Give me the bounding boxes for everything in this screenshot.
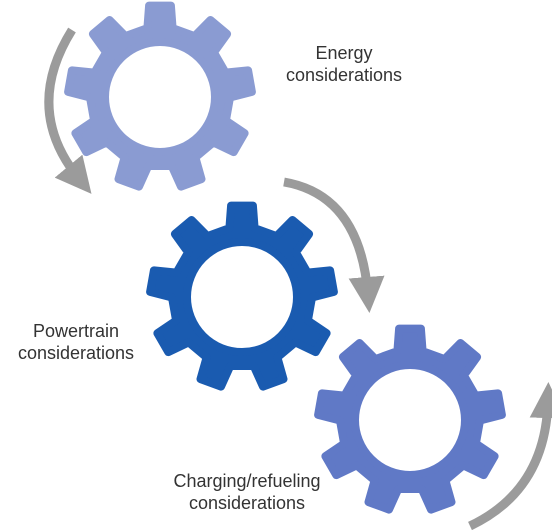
label-line: considerations [188,493,306,513]
powertrain-considerations-label: Powertrain considerations [0,320,152,364]
energy-considerations-label: Energy considerations [264,42,424,86]
gear-icon [64,1,256,191]
label-line: Energy [315,43,373,63]
label-line: Charging/refueling [173,471,321,491]
curved-arrow-icon [283,177,385,313]
gear-icon [314,324,506,514]
gear-icon [146,201,338,391]
curved-arrow-icon [468,382,552,531]
curved-arrow-icon [44,27,92,194]
label-line: considerations [17,343,135,363]
label-line: Powertrain [32,321,120,341]
label-line: considerations [285,65,403,85]
charging-considerations-label: Charging/refueling considerations [152,470,342,514]
